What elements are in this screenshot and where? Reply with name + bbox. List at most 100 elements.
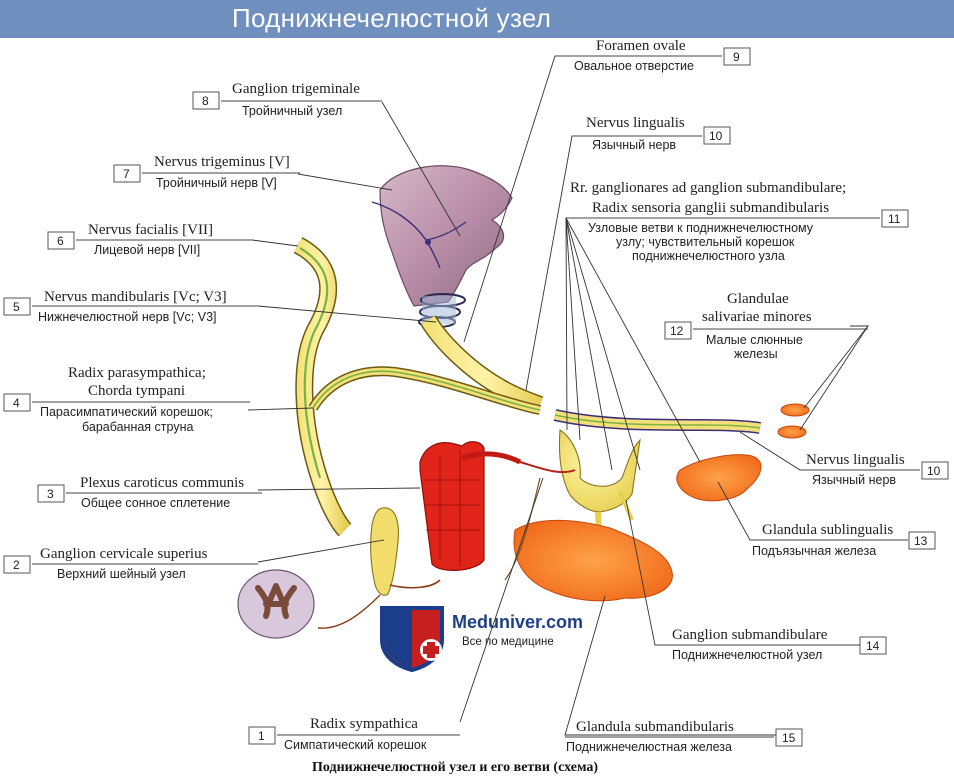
svg-text:Верхний шейный узел: Верхний шейный узел: [57, 567, 186, 581]
leader-1: [459, 477, 544, 723]
superior-cervical-ganglion: [370, 507, 399, 596]
svg-text:Nervus trigeminus [V]: Nervus trigeminus [V]: [154, 154, 290, 170]
svg-text:поднижнечелюстного узла: поднижнечелюстного узла: [632, 249, 785, 263]
label-5: 5 Nervus mandibularis [Vc; V3] Нижнечелю…: [3, 289, 260, 324]
leader-11d: [565, 217, 641, 471]
label-11: 11 Rr. ganglionares ad ganglion submandi…: [566, 180, 909, 263]
leader-6: [251, 239, 299, 247]
svg-text:Общее сонное сплетение: Общее сонное сплетение: [81, 496, 230, 510]
svg-text:9: 9: [733, 50, 740, 64]
submandibular-ganglion-shape: [558, 429, 641, 513]
svg-text:Nervus lingualis: Nervus lingualis: [586, 115, 685, 131]
leader-12a: [803, 325, 869, 409]
svg-text:Nervus facialis [VII]: Nervus facialis [VII]: [88, 222, 213, 238]
svg-text:1: 1: [258, 729, 265, 743]
svg-text:Ganglion submandibulare: Ganglion submandibulare: [672, 627, 828, 643]
svg-text:Поднижнечелюстной узел: Поднижнечелюстной узел: [672, 648, 822, 662]
label-15: 15 Glandula submandibularis Поднижнечелю…: [565, 719, 803, 754]
svg-text:Glandulae: Glandulae: [727, 291, 789, 307]
svg-text:Radix sympathica: Radix sympathica: [310, 716, 418, 732]
svg-text:Малые слюнные: Малые слюнные: [706, 333, 803, 347]
anatomy-illustration: [237, 165, 810, 639]
spinal-cord-section: [237, 569, 315, 639]
leader-4: [247, 407, 314, 411]
leader-10a: [525, 135, 698, 391]
svg-text:Ganglion trigeminale: Ganglion trigeminale: [232, 81, 360, 97]
svg-text:Plexus caroticus communis: Plexus caroticus communis: [80, 475, 244, 491]
leader-12b: [799, 325, 869, 431]
svg-text:Овальное отверстие: Овальное отверстие: [574, 59, 694, 73]
leader-11b: [565, 217, 581, 441]
svg-text:Поднижнечелюстная железа: Поднижнечелюстная железа: [566, 740, 732, 754]
svg-text:15: 15: [782, 731, 796, 745]
label-13: 13 Glandula sublingualis Подъязычная жел…: [750, 522, 936, 558]
page-title: Поднижнечелюстной узел: [232, 3, 552, 33]
svg-text:Rr. ganglionares ad ganglion s: Rr. ganglionares ad ganglion submandibul…: [570, 180, 846, 196]
foramen-ovale-rings: [418, 293, 466, 328]
svg-text:узлу; чувствительный корешок: узлу; чувствительный корешок: [616, 235, 795, 249]
svg-text:Подъязычная железа: Подъязычная железа: [752, 544, 876, 558]
figure-caption: Поднижнечелюстной узел и его ветви (схем…: [312, 760, 598, 775]
svg-text:3: 3: [47, 487, 54, 501]
leader-8: [381, 101, 461, 237]
svg-text:Язычный нерв: Язычный нерв: [812, 473, 896, 487]
trigeminal-nerve-node: [425, 239, 431, 245]
leader-2: [257, 539, 385, 563]
leader-3: [257, 487, 421, 491]
svg-text:11: 11: [888, 212, 901, 226]
svg-text:Foramen ovale: Foramen ovale: [596, 38, 686, 54]
svg-text:Тройничный узел: Тройничный узел: [242, 104, 342, 118]
label-3: 3 Plexus caroticus communis Общее сонное…: [37, 475, 262, 510]
label-9: 9 Foramen ovale Овальное отверстие: [555, 38, 751, 73]
svg-text:Radix sensoria ganglii submand: Radix sensoria ganglii submandibularis: [592, 200, 829, 216]
carotid-arteries: [419, 441, 522, 571]
trigeminal-ganglion: [379, 165, 513, 307]
svg-text:10: 10: [709, 129, 723, 143]
minor-salivary-gland-2: [777, 425, 807, 439]
label-callouts: 1 Radix sympathica Симпатический корешок…: [3, 38, 949, 754]
label-10-right: 10 Nervus lingualis Язычный нерв: [800, 452, 949, 487]
watermark-brand: Meduniver.com: [452, 612, 583, 632]
svg-text:Chorda tympani: Chorda tympani: [88, 383, 185, 399]
svg-text:14: 14: [866, 639, 880, 653]
svg-text:Узловые ветви к поднижнечелюст: Узловые ветви к поднижнечелюстному: [588, 221, 814, 235]
svg-text:salivariae minores: salivariae minores: [702, 309, 812, 325]
label-6: 6 Nervus facialis [VII] Лицевой нерв [VI…: [47, 222, 254, 257]
leader-7: [297, 173, 393, 191]
svg-text:Nervus lingualis: Nervus lingualis: [806, 452, 905, 468]
svg-text:Язычный нерв: Язычный нерв: [592, 138, 676, 152]
svg-text:13: 13: [914, 534, 928, 548]
leader-11c: [565, 217, 613, 471]
svg-text:Glandula submandibularis: Glandula submandibularis: [576, 719, 734, 735]
leader-11e: [565, 217, 701, 463]
svg-text:2: 2: [13, 558, 20, 572]
svg-text:барабанная струна: барабанная струна: [82, 420, 193, 434]
label-4: 4 Radix parasympathica; Chorda tympani П…: [3, 365, 250, 434]
svg-text:Ganglion cervicale superius: Ganglion cervicale superius: [40, 546, 208, 562]
label-12: 12 Glandulae salivariae minores Малые сл…: [664, 291, 868, 361]
submandibular-gland: [513, 519, 673, 602]
leader-15: [564, 595, 778, 736]
leader-5: [257, 305, 437, 323]
label-7: 7 Nervus trigeminus [V] Тройничный нерв …: [113, 154, 300, 190]
sympathetic-root-fiber: [519, 461, 576, 474]
svg-text:Лицевой нерв [VII]: Лицевой нерв [VII]: [94, 243, 200, 257]
svg-text:Тройничный нерв [V]: Тройничный нерв [V]: [156, 176, 277, 190]
svg-text:Nervus mandibularis [Vc; V3]: Nervus mandibularis [Vc; V3]: [44, 289, 227, 305]
sublingual-gland: [676, 454, 762, 502]
svg-text:12: 12: [670, 324, 684, 338]
svg-text:6: 6: [57, 234, 64, 248]
label-1: 1 Radix sympathica Симпатический корешок: [248, 716, 460, 752]
svg-text:10: 10: [927, 464, 941, 478]
svg-text:Нижнечелюстной нерв [Vc; V3]: Нижнечелюстной нерв [Vc; V3]: [38, 310, 217, 324]
svg-text:Radix parasympathica;: Radix parasympathica;: [68, 365, 206, 381]
title-bar: Поднижнечелюстной узел: [0, 0, 954, 38]
svg-text:5: 5: [13, 300, 20, 314]
meduniver-watermark: Meduniver.com Все по медицине: [380, 606, 583, 673]
label-2: 2 Ganglion cervicale superius Верхний ше…: [3, 546, 258, 581]
svg-text:7: 7: [123, 167, 130, 181]
svg-text:4: 4: [13, 396, 20, 410]
label-8: 8 Ganglion trigeminale Тройничный узел: [192, 81, 382, 118]
svg-text:8: 8: [202, 94, 209, 108]
